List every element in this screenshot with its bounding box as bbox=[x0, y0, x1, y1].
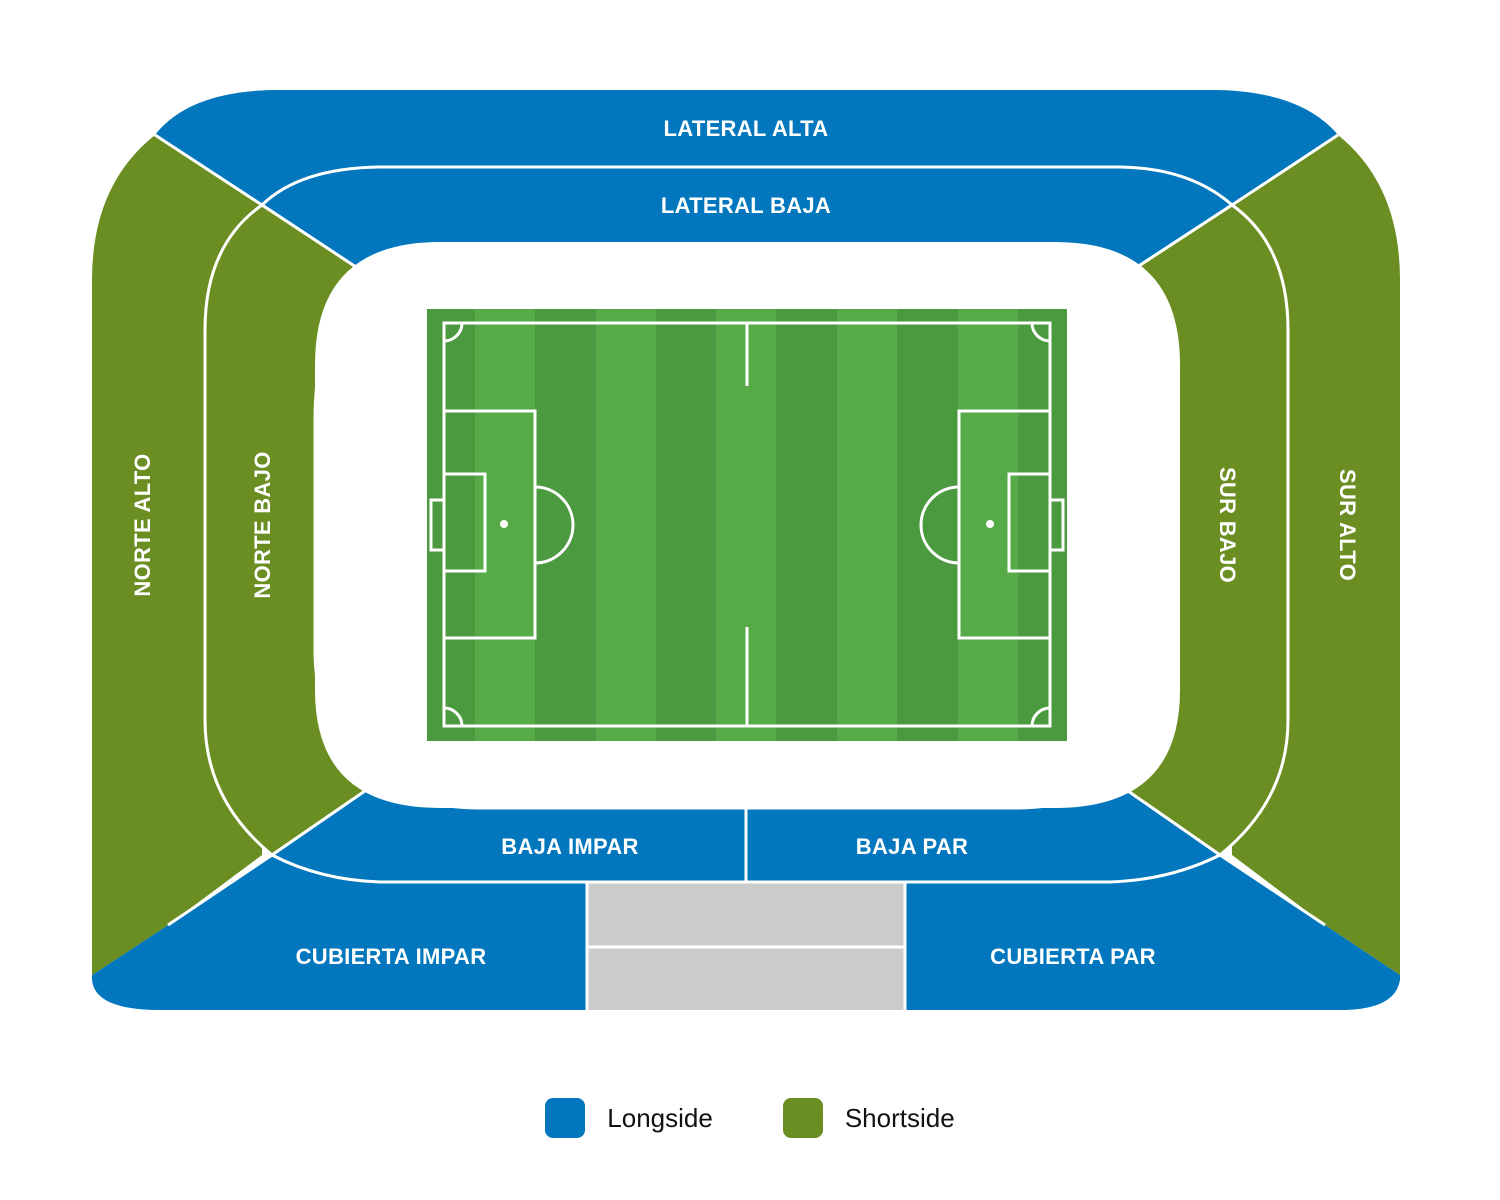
legend-item-shortside: Shortside bbox=[782, 1098, 955, 1138]
reserved-block-upper bbox=[588, 883, 904, 946]
label-lateral-baja: LATERAL BAJA bbox=[661, 193, 831, 218]
label-baja-par: BAJA PAR bbox=[856, 834, 968, 859]
reserved-block-lower bbox=[588, 948, 904, 1010]
legend-item-longside: Longside bbox=[545, 1098, 713, 1138]
label-norte-alto: NORTE ALTO bbox=[130, 453, 155, 596]
section-cubierta-impar[interactable] bbox=[80, 855, 587, 1020]
label-cubierta-impar: CUBIERTA IMPAR bbox=[296, 944, 487, 969]
label-sur-alto: SUR ALTO bbox=[1335, 469, 1360, 581]
legend-label-shortside: Shortside bbox=[844, 1102, 955, 1133]
shortside-swatch bbox=[782, 1098, 823, 1138]
football-pitch bbox=[427, 309, 1067, 741]
longside-swatch bbox=[545, 1098, 586, 1138]
label-lateral-alta: LATERAL ALTA bbox=[664, 116, 829, 141]
legend: Longside Shortside bbox=[0, 1096, 1500, 1140]
label-cubierta-par: CUBIERTA PAR bbox=[990, 944, 1156, 969]
section-cubierta-par[interactable] bbox=[905, 855, 1410, 1020]
label-baja-impar: BAJA IMPAR bbox=[501, 834, 638, 859]
label-norte-bajo: NORTE BAJO bbox=[250, 451, 275, 598]
legend-label-longside: Longside bbox=[607, 1102, 713, 1133]
label-sur-bajo: SUR BAJO bbox=[1215, 467, 1240, 583]
